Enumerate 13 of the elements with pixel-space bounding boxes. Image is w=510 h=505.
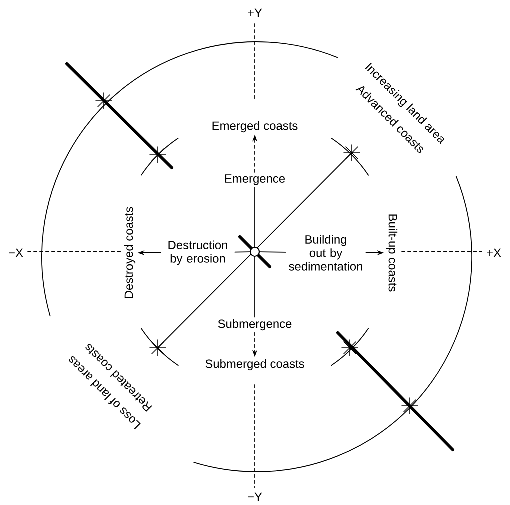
node-label: Destroyed coasts — [124, 207, 136, 298]
axis-label: −X — [9, 248, 24, 258]
node-label: Built-up coasts — [386, 214, 398, 292]
node-label: Emerged coasts — [212, 121, 298, 133]
center-circle — [250, 246, 260, 258]
node-label: Submerged coasts — [206, 359, 304, 371]
node-label: Submergence — [218, 319, 292, 331]
axis-label: −Y — [248, 492, 262, 502]
node-label: Destruction by erosion — [168, 240, 228, 266]
node-label: Building out by sedimentation — [289, 235, 362, 271]
axis-label: +X — [487, 248, 502, 258]
axis-label: +Y — [248, 8, 262, 18]
node-label: Emergence — [225, 174, 286, 186]
